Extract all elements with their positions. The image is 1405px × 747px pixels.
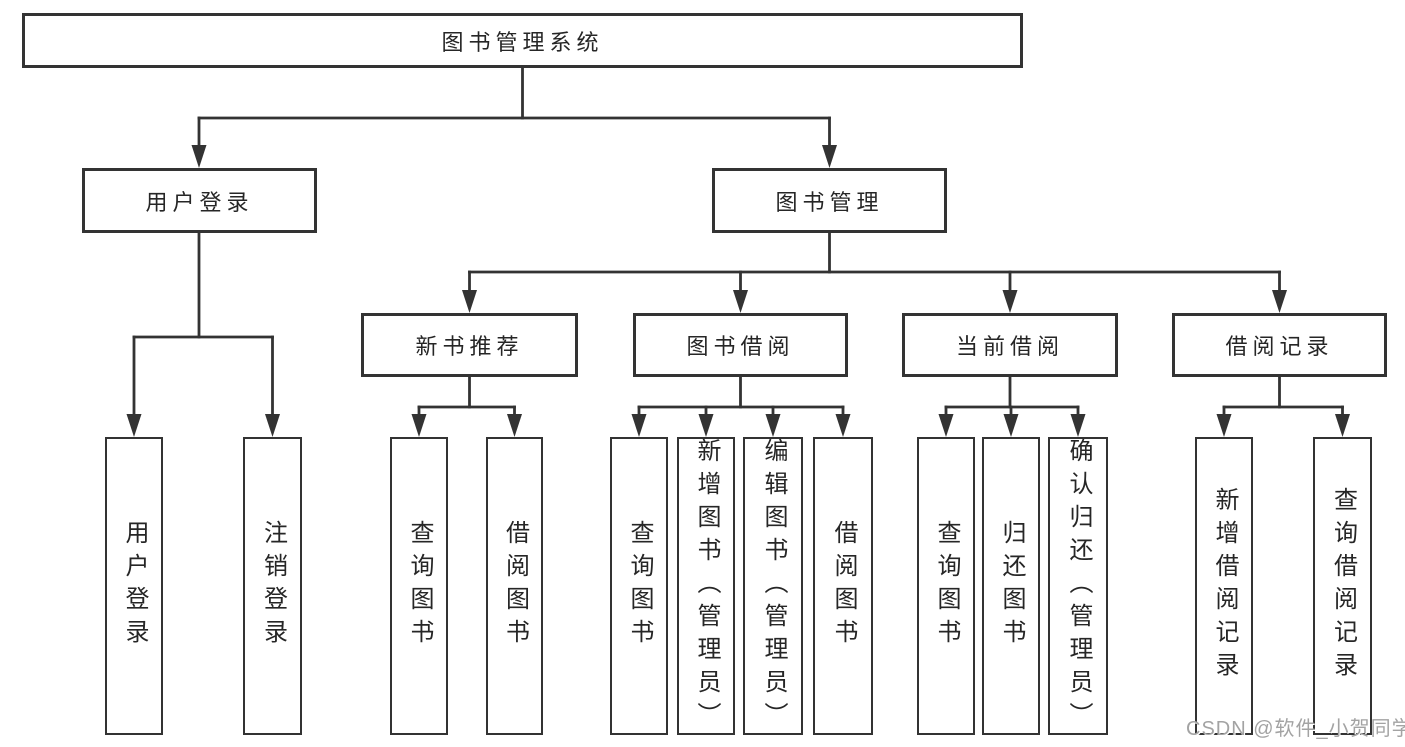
connector-current-borrow-to-leaves [938, 375, 1086, 437]
node-book-management-label: 图书管理 [775, 189, 884, 215]
leaf-confirm-return-admin: 确认归还（管理员） [1048, 437, 1108, 735]
leaf-borrow-books-label: 借阅图书 [830, 520, 857, 652]
leaf-query-borrow-record-label: 查询借阅记录 [1329, 487, 1357, 685]
connector-user-login-to-leaves [126, 231, 280, 437]
connector-book-management-to-level3 [462, 231, 1287, 313]
node-root-label: 图书管理系统 [441, 29, 604, 55]
leaf-logout-label: 注销登录 [259, 520, 287, 652]
leaf-borrow-query-books-label: 查询图书 [626, 520, 653, 652]
leaf-add-books-admin-label: 新增图书（管理员） [693, 437, 720, 735]
connector-root-to-level2 [191, 66, 837, 168]
leaf-add-borrow-record-label: 新增借阅记录 [1211, 487, 1238, 685]
csdn-watermark: CSDN @软件_小贺同学 [1186, 718, 1405, 740]
node-current-borrow: 当前借阅 [902, 313, 1118, 377]
node-borrow-records-label: 借阅记录 [1225, 334, 1334, 359]
leaf-add-borrow-record: 新增借阅记录 [1195, 437, 1253, 735]
leaf-borrow-query-books: 查询图书 [610, 437, 668, 735]
node-user-login: 用户登录 [82, 168, 317, 233]
node-book-borrow-label: 图书借阅 [686, 334, 795, 359]
node-new-book-recommend-label: 新书推荐 [415, 334, 524, 359]
node-borrow-records: 借阅记录 [1172, 313, 1387, 377]
leaf-user-login: 用户登录 [105, 437, 163, 735]
connector-book-borrow-to-leaves [631, 375, 851, 437]
leaf-add-books-admin: 新增图书（管理员） [677, 437, 735, 735]
node-user-login-label: 用户登录 [145, 189, 254, 215]
node-current-borrow-label: 当前借阅 [955, 334, 1064, 359]
leaf-borrow-books: 借阅图书 [813, 437, 873, 735]
leaf-current-query-books: 查询图书 [917, 437, 975, 735]
leaf-recommend-query-books: 查询图书 [390, 437, 448, 735]
leaf-recommend-query-books-label: 查询图书 [406, 520, 433, 652]
node-book-borrow: 图书借阅 [633, 313, 848, 377]
node-new-book-recommend: 新书推荐 [361, 313, 578, 377]
leaf-edit-books-admin: 编辑图书（管理员） [743, 437, 803, 735]
leaf-return-books: 归还图书 [982, 437, 1040, 735]
leaf-return-books-label: 归还图书 [998, 520, 1025, 652]
leaf-user-login-label: 用户登录 [121, 520, 148, 652]
leaf-recommend-borrow-books: 借阅图书 [486, 437, 543, 735]
leaf-confirm-return-admin-label: 确认归还（管理员） [1065, 437, 1092, 735]
node-root: 图书管理系统 [22, 13, 1023, 68]
node-book-management: 图书管理 [712, 168, 947, 233]
leaf-edit-books-admin-label: 编辑图书（管理员） [760, 437, 787, 735]
leaf-logout: 注销登录 [243, 437, 302, 735]
leaf-current-query-books-label: 查询图书 [933, 520, 960, 652]
leaf-query-borrow-record: 查询借阅记录 [1313, 437, 1372, 735]
connector-borrow-records-to-leaves [1216, 375, 1350, 437]
connector-new-book-recommend-to-leaves [411, 375, 522, 437]
leaf-recommend-borrow-books-label: 借阅图书 [501, 520, 529, 652]
